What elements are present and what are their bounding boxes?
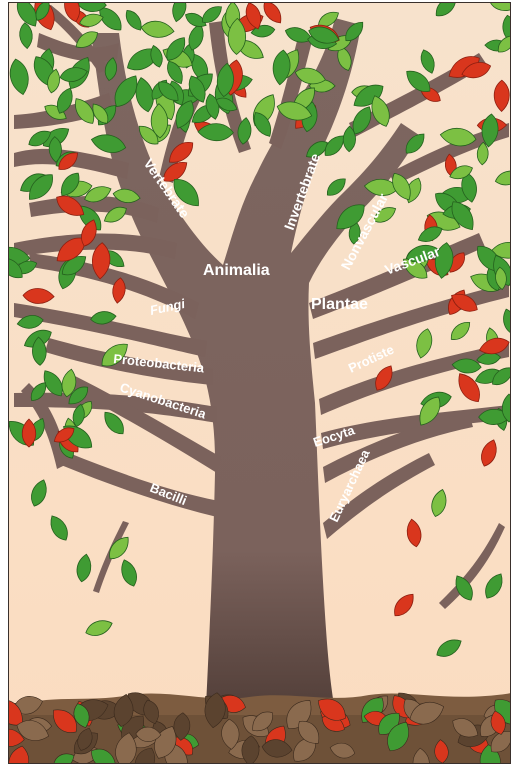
tree-illustration: Vertebrate Invertebrate Animalia Nonvasc…	[9, 3, 511, 764]
tree-of-life-diagram: Vertebrate Invertebrate Animalia Nonvasc…	[8, 2, 511, 764]
label-plantae: Plantae	[311, 296, 368, 313]
label-animalia: Animalia	[203, 262, 270, 279]
